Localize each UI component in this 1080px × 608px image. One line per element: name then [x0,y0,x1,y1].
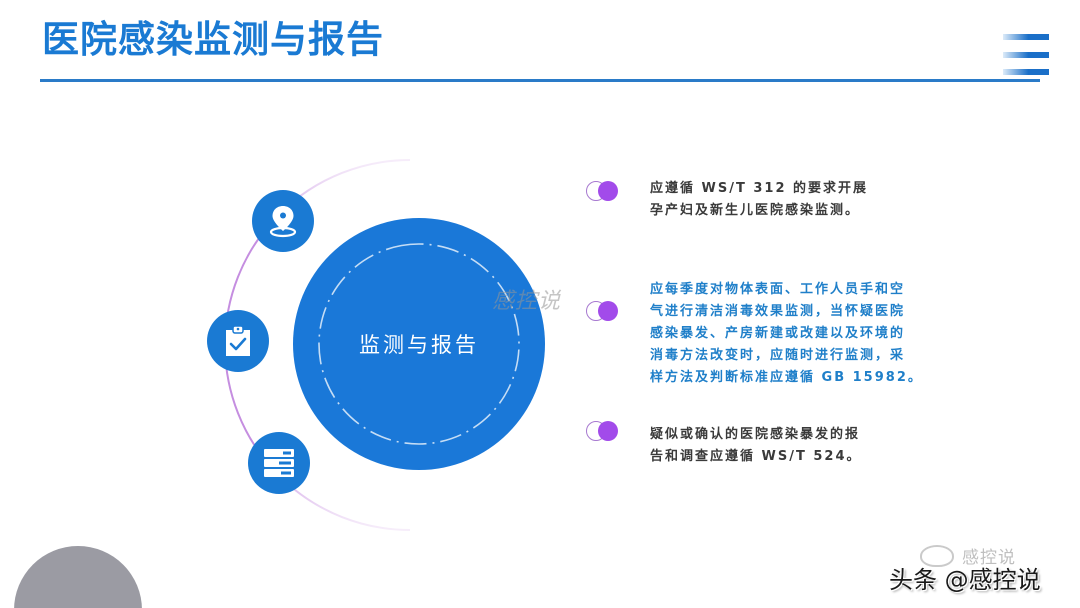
bullet-icon [586,181,622,201]
menu-lines-icon [1000,34,1050,84]
server-stack-icon [264,449,294,477]
wechat-logo-icon [920,545,954,567]
item-3-text: 疑似或确认的医院感染暴发的报 告和调查应遵循 WS/T 524。 [650,427,862,464]
slide-title: 医院感染监测与报告 [42,18,384,61]
location-pin-icon [269,206,297,238]
clipboard-check-icon [226,325,250,356]
bullet-icon [586,301,622,321]
clipboard-icon-circle [207,310,269,372]
source-watermark: 头条 @感控说 [889,566,1041,594]
center-label: 监测与报告 [359,333,479,357]
dashed-inner-ring [318,243,520,445]
title-underline [40,79,1040,82]
location-icon-circle [252,190,314,252]
item-1-text: 应遵循 WS/T 312 的要求开展 孕产妇及新生儿医院感染监测。 [650,181,869,218]
main-topic-circle: 监测与报告 [293,218,545,470]
logo-watermark: 感控说 [962,548,1016,568]
server-icon-circle [248,432,310,494]
center-watermark: 感控说 [492,289,562,314]
bullet-icon [586,421,622,441]
item-2-text: 应每季度对物体表面、工作人员手和空 气进行清洁消毒效果监测，当怀疑医院 感染暴发… [650,282,923,385]
